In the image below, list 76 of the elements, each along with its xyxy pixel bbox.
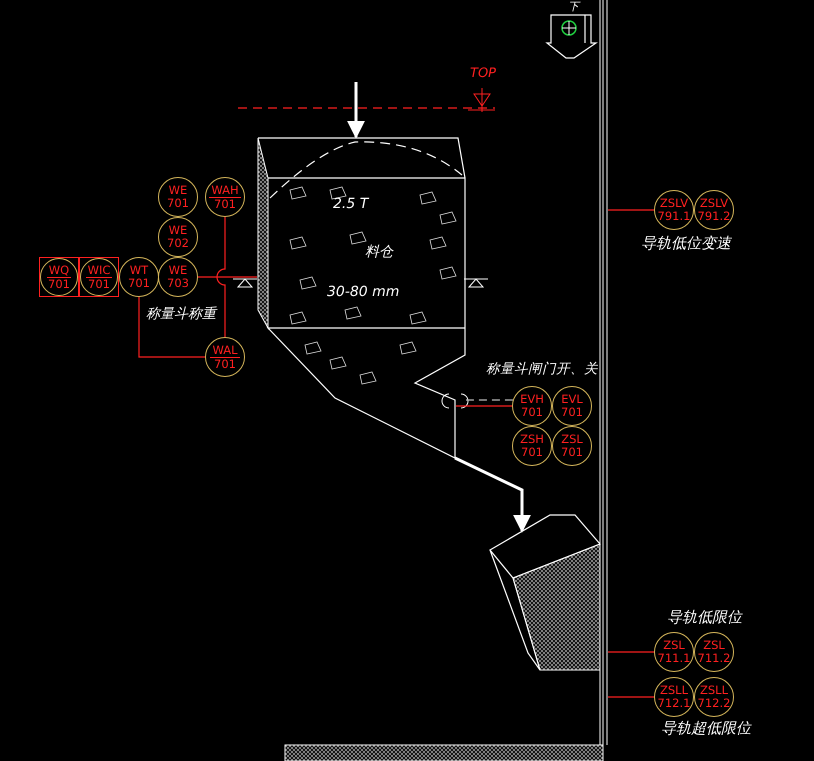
loop-number: 701 [561, 446, 583, 459]
loop-number: 701 [88, 278, 110, 290]
caption-text: 导轨低限位 [667, 608, 742, 626]
instrument-tag: ZSLL [700, 684, 728, 697]
instrument-tag: ZSLV [660, 197, 688, 210]
instrument-tag: WAH [209, 184, 241, 198]
loop-number: 701 [48, 278, 70, 290]
instrument-bubble [654, 677, 694, 717]
instrument-bubble [205, 177, 245, 217]
loop-number: 791.2 [698, 210, 730, 223]
loop-number: 703 [167, 277, 189, 290]
loop-number: 702 [167, 237, 189, 250]
instrument-bubble [552, 426, 592, 466]
feed-arrow [347, 82, 365, 139]
loop-number: 791.1 [658, 210, 690, 223]
loop-number: 712.1 [658, 697, 690, 710]
instrument-tag: ZSL [703, 639, 725, 652]
loop-number: 701 [128, 277, 150, 290]
guide-rail [599, 0, 608, 745]
caption-text: 称量斗称重 [146, 306, 216, 323]
instrument-bubble [39, 257, 79, 297]
signal-line [608, 651, 654, 653]
signal-line [138, 297, 205, 358]
instrument-tag: WAL [210, 344, 240, 358]
instrument-tag: WE [168, 224, 188, 237]
instrument-bubble [654, 190, 694, 230]
instrument-bubble [79, 257, 119, 297]
capacity-label: 2.5 T [333, 196, 368, 212]
instrument-bubble [512, 426, 552, 466]
instrument-tag: ZSL [561, 433, 583, 446]
instrument-bubble [552, 386, 592, 426]
instrument-bubble [158, 257, 198, 297]
instrument-tag: ZSLL [660, 684, 688, 697]
instrument-bubble [694, 632, 734, 672]
instrument-tag: EVL [561, 393, 583, 406]
loop-number: 701 [561, 406, 583, 419]
instrument-bubble [512, 386, 552, 426]
instrument-tag: WQ [46, 264, 72, 278]
actuator-line [466, 399, 513, 401]
instrument-tag: WIC [86, 264, 112, 278]
signal-line [608, 696, 654, 698]
instrument-bubble [694, 190, 734, 230]
direction-text: 下 [568, 0, 579, 14]
loop-number: 701 [521, 406, 543, 419]
instrument-tag: ZSLV [700, 197, 728, 210]
loop-number: 701 [521, 446, 543, 459]
signal-line [216, 217, 226, 337]
level-label: TOP [470, 66, 496, 82]
loop-number: 701 [214, 198, 236, 210]
caption-text: 称量斗闸门开、关 [486, 361, 598, 378]
instrument-tag: EVH [520, 393, 544, 406]
instrument-tag: WE [168, 184, 188, 197]
signal-line [198, 276, 257, 278]
instrument-tag: WE [168, 264, 188, 277]
loop-number: 711.2 [698, 652, 730, 665]
instrument-tag: WT [130, 264, 148, 277]
loop-number: 701 [167, 197, 189, 210]
instrument-bubble [694, 677, 734, 717]
bin-label: 料仓 [365, 244, 393, 260]
instrument-bubble [158, 177, 198, 217]
signal-line [456, 405, 512, 407]
caption-text: 导轨低位变速 [641, 234, 731, 252]
loop-number: 711.1 [658, 652, 690, 665]
instrument-tag: ZSH [520, 433, 544, 446]
caption-text: 导轨超低限位 [661, 719, 751, 737]
instrument-tag: ZSL [663, 639, 685, 652]
loop-number: 701 [214, 358, 236, 370]
material-flow-arrow [454, 456, 531, 533]
signal-line [608, 209, 654, 211]
instrument-bubble [119, 257, 159, 297]
loop-number: 712.2 [698, 697, 730, 710]
size-label: 30-80 mm [327, 284, 400, 300]
instrument-bubble [205, 337, 245, 377]
skip-bucket [488, 513, 604, 673]
instrument-bubble [654, 632, 694, 672]
instrument-bubble [158, 217, 198, 257]
